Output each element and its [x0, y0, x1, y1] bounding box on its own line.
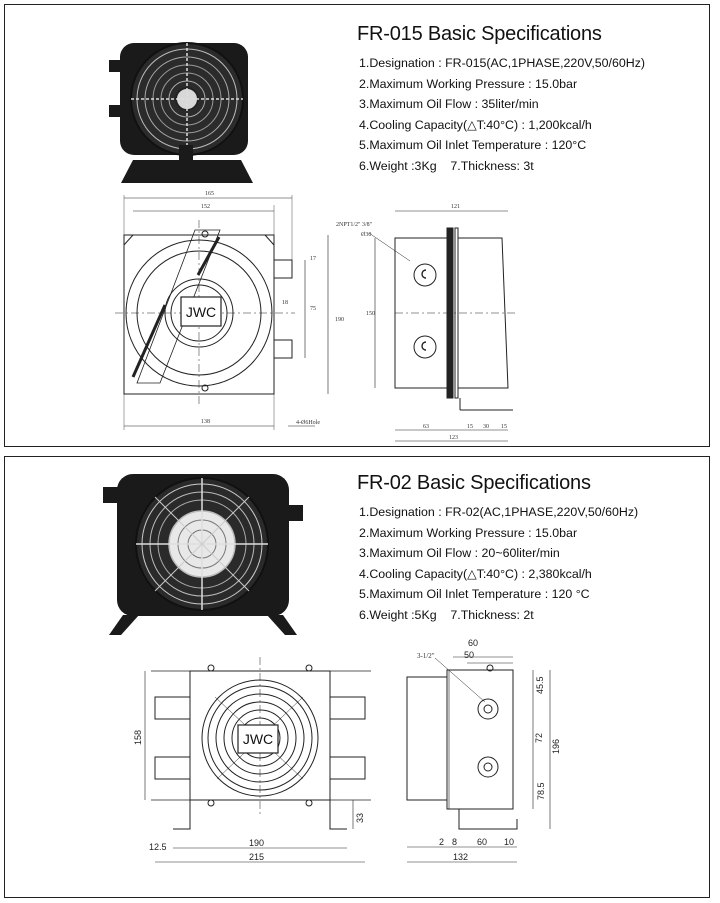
- fr015-dim-thread: 2NPT1/2" 3/8": [336, 222, 373, 228]
- fr02-title: FR-02 Basic Specifications: [357, 472, 591, 494]
- fr015-dim-15a: 15: [467, 424, 473, 430]
- fr02-spec-weight-thickness: 6.Weight :5Kg 7.Thickness: 2t: [359, 607, 534, 622]
- fr015-spec-oil-flow: 3.Maximum Oil Flow : 35liter/min: [359, 97, 539, 112]
- fr015-spec-cooling-capacity: 4.Cooling Capacity(△T:40°C) : 1,200kcal/…: [359, 117, 592, 132]
- fr015-dim-121: 121: [451, 204, 460, 210]
- fr02-dim-10: 10: [504, 837, 514, 847]
- fr02-spec-cooling-capacity: 4.Cooling Capacity(△T:40°C) : 2,380kcal/…: [359, 566, 592, 581]
- fr015-dim-152: 152: [201, 204, 210, 210]
- fr02-dim-158: 158: [133, 730, 143, 745]
- fr02-dim-78-5: 78.5: [536, 782, 546, 800]
- fr02-dim-72: 72: [534, 733, 544, 743]
- fr02-side-view: [406, 656, 551, 863]
- fr015-dim-phi: Ø30: [361, 232, 371, 238]
- fr02-logo-text: JWC: [243, 731, 273, 747]
- fr015-dim-hole: 4-Ø6Hole: [296, 420, 320, 426]
- fr02-dim-60b: 60: [477, 837, 487, 847]
- fr015-dim-150: 150: [366, 311, 375, 317]
- fr02-dim-2: 2: [439, 837, 444, 847]
- fr015-title: FR-015 Basic Specifications: [357, 23, 602, 45]
- fr015-logo-text: JWC: [186, 304, 216, 320]
- fr015-dim-165: 165: [205, 191, 214, 197]
- fr015-drawings: JWC 165 152 138 190 75 17 18 4-Ø6Hole: [109, 42, 515, 442]
- fr02-spec-oil-flow: 3.Maximum Oil Flow : 20~60liter/min: [359, 546, 560, 561]
- fr015-dim-15b: 15: [501, 424, 507, 430]
- fr02-panel: JWC 158 33 12.5 190 215 3-1/2" 60 50: [4, 456, 710, 898]
- fr015-spec-pressure: 2.Maximum Working Pressure : 15.0bar: [359, 76, 578, 91]
- fr02-dim-196: 196: [551, 739, 561, 754]
- fr02-spec-pressure: 2.Maximum Working Pressure : 15.0bar: [359, 525, 578, 540]
- fr015-spec-weight-thickness: 6.Weight :3Kg 7.Thickness: 3t: [359, 158, 534, 173]
- fr015-dim-17: 17: [310, 256, 316, 262]
- fr015-panel: JWC 165 152 138 190 75 17 18 4-Ø6Hole: [4, 4, 710, 447]
- fr02-dim-45-5: 45.5: [535, 676, 545, 694]
- fr02-dim-60a: 60: [468, 638, 478, 648]
- fr02-dim-thread: 3-1/2": [417, 652, 435, 660]
- fr015-dim-30: 30: [483, 424, 489, 430]
- fr015-side-view: [368, 210, 515, 442]
- fr02-dim-12-5: 12.5: [149, 842, 167, 852]
- fr02-dim-33: 33: [355, 813, 365, 823]
- fr015-spec-inlet-temperature: 5.Maximum Oil Inlet Temperature : 120°C: [359, 138, 587, 153]
- fr02-spec-designation: 1.Designation : FR-02(AC,1PHASE,220V,50/…: [359, 505, 639, 519]
- fr015-spec-designation: 1.Designation : FR-015(AC,1PHASE,220V,50…: [359, 56, 646, 70]
- fr02-spec-inlet-temperature: 5.Maximum Oil Inlet Temperature : 120 °C: [359, 587, 590, 602]
- fr015-dim-123: 123: [449, 435, 458, 441]
- fr015-product-photo: [109, 42, 253, 183]
- fr015-dim-190: 190: [335, 317, 344, 323]
- fr015-dim-138: 138: [201, 419, 210, 425]
- fr02-dim-190: 190: [249, 838, 264, 848]
- fr015-dim-75: 75: [310, 306, 316, 312]
- fr015-dim-18: 18: [282, 300, 288, 306]
- fr015-spec-list: 1.Designation : FR-015(AC,1PHASE,220V,50…: [359, 53, 645, 177]
- fr02-drawings: JWC 158 33 12.5 190 215 3-1/2" 60 50: [103, 474, 561, 863]
- fr02-dim-132: 132: [453, 852, 468, 862]
- fr02-front-view: [144, 657, 371, 863]
- fr02-dim-215: 215: [249, 852, 264, 862]
- fr02-spec-list: 1.Designation : FR-02(AC,1PHASE,220V,50/…: [359, 502, 638, 626]
- fr02-dim-8: 8: [452, 837, 457, 847]
- fr02-product-photo: [103, 474, 303, 635]
- fr02-dim-50: 50: [464, 650, 474, 660]
- fr015-dim-63: 63: [423, 424, 429, 430]
